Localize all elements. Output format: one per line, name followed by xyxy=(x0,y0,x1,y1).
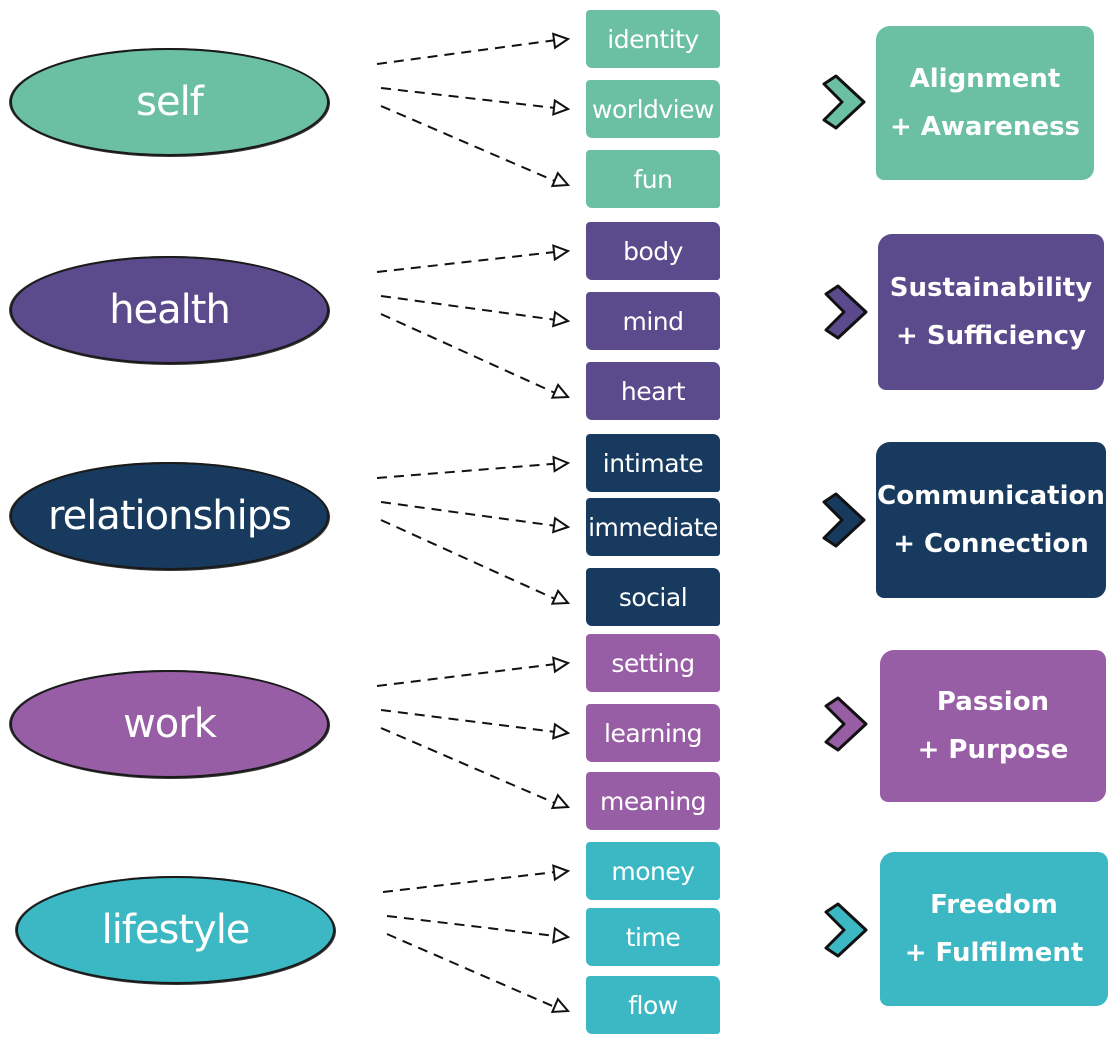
subtopic-chip: mind xyxy=(586,292,720,350)
subtopic-label: heart xyxy=(620,376,686,406)
subtopic-chip: money xyxy=(586,842,720,900)
category-ellipse-self: self xyxy=(10,48,329,156)
outcome-line2: + Connection xyxy=(893,529,1089,559)
subtopic-label: body xyxy=(623,236,683,266)
chevron-right-icon xyxy=(824,902,868,958)
category-label: lifestyle xyxy=(101,907,251,953)
subtopic-chip: heart xyxy=(586,362,720,420)
subtopic-chip: meaning xyxy=(586,772,720,830)
dashed-connector xyxy=(380,313,565,398)
outcome-line1: Sustainability xyxy=(889,273,1093,303)
dashed-connector xyxy=(380,105,565,186)
subtopic-label: immediate xyxy=(588,512,718,542)
arrowhead-icon xyxy=(552,244,571,262)
outcome-box-relationships: Communication + Connection xyxy=(876,442,1106,598)
chevron-right-icon xyxy=(822,74,866,130)
category-ellipse-relationships: relationships xyxy=(10,462,329,570)
chevron-right-icon xyxy=(822,492,866,548)
subtopic-chip: setting xyxy=(586,634,720,692)
arrowhead-icon xyxy=(550,171,571,188)
subtopic-label: identity xyxy=(607,24,699,54)
outcome-line1: Communication xyxy=(877,481,1105,511)
dashed-connector xyxy=(386,933,565,1012)
arrowhead-icon xyxy=(550,589,571,605)
arrowhead-icon xyxy=(550,997,571,1014)
outcome-line2: + Sufficiency xyxy=(896,321,1086,351)
category-label: relationships xyxy=(48,493,292,539)
dashed-connector xyxy=(376,38,565,65)
category-label: work xyxy=(123,701,217,747)
arrowhead-icon xyxy=(552,32,571,50)
arrowhead-icon xyxy=(550,383,571,399)
subtopic-chip: identity xyxy=(586,10,720,68)
outcome-box-work: Passion + Purpose xyxy=(880,650,1106,802)
dashed-connector xyxy=(380,501,565,528)
category-label: self xyxy=(136,79,204,125)
subtopic-chip: social xyxy=(586,568,720,626)
arrowhead-icon xyxy=(550,793,571,810)
subtopic-label: time xyxy=(625,922,681,952)
outcome-line1: Passion xyxy=(936,687,1050,717)
dashed-connector xyxy=(380,727,565,808)
subtopic-chip: intimate xyxy=(586,434,720,492)
subtopic-label: fun xyxy=(633,164,674,194)
chevron-right-icon xyxy=(824,696,868,752)
category-ellipse-work: work xyxy=(10,670,329,778)
subtopic-chip: worldview xyxy=(586,80,720,138)
chevron-right-icon xyxy=(824,284,868,340)
arrowhead-icon xyxy=(551,310,571,328)
outcome-line2: + Purpose xyxy=(917,735,1069,765)
subtopic-label: worldview xyxy=(592,94,714,124)
arrowhead-icon xyxy=(552,926,571,944)
subtopic-chip: immediate xyxy=(586,498,720,556)
dashed-connector xyxy=(376,662,565,687)
category-ellipse-health: health xyxy=(10,256,329,364)
dashed-connector xyxy=(380,519,565,604)
dashed-connector xyxy=(382,870,565,893)
subtopic-label: social xyxy=(618,582,688,612)
dashed-connector xyxy=(376,462,565,479)
arrowhead-icon xyxy=(552,98,571,116)
subtopic-chip: learning xyxy=(586,704,720,762)
dashed-connector xyxy=(380,709,565,734)
subtopic-label: flow xyxy=(628,990,678,1020)
category-ellipse-lifestyle: lifestyle xyxy=(16,876,335,984)
subtopic-label: learning xyxy=(604,718,703,748)
subtopic-label: money xyxy=(611,856,695,886)
arrowhead-icon xyxy=(552,656,571,674)
arrowhead-icon xyxy=(552,722,571,740)
outcome-line1: Alignment xyxy=(909,64,1061,94)
subtopic-label: mind xyxy=(622,306,684,336)
subtopic-chip: body xyxy=(586,222,720,280)
outcome-line2: + Awareness xyxy=(889,112,1081,142)
outcome-box-lifestyle: Freedom + Fulfilment xyxy=(880,852,1108,1006)
dashed-connector xyxy=(380,295,565,322)
subtopic-chip: flow xyxy=(586,976,720,1034)
dashed-connector xyxy=(386,915,565,938)
category-label: health xyxy=(109,287,231,333)
arrowhead-icon xyxy=(551,516,571,534)
subtopic-chip: time xyxy=(586,908,720,966)
subtopic-chip: fun xyxy=(586,150,720,208)
subtopic-label: intimate xyxy=(602,448,704,478)
dashed-connector xyxy=(380,87,565,110)
subtopic-label: meaning xyxy=(599,786,707,816)
outcome-box-health: Sustainability + Sufficiency xyxy=(878,234,1104,390)
outcome-line2: + Fulfilment xyxy=(904,938,1084,968)
arrowhead-icon xyxy=(552,864,571,882)
outcome-line1: Freedom xyxy=(930,890,1058,920)
subtopic-label: setting xyxy=(611,648,695,678)
arrowhead-icon xyxy=(552,455,571,473)
outcome-box-self: Alignment + Awareness xyxy=(876,26,1094,180)
dashed-connector xyxy=(376,250,565,273)
